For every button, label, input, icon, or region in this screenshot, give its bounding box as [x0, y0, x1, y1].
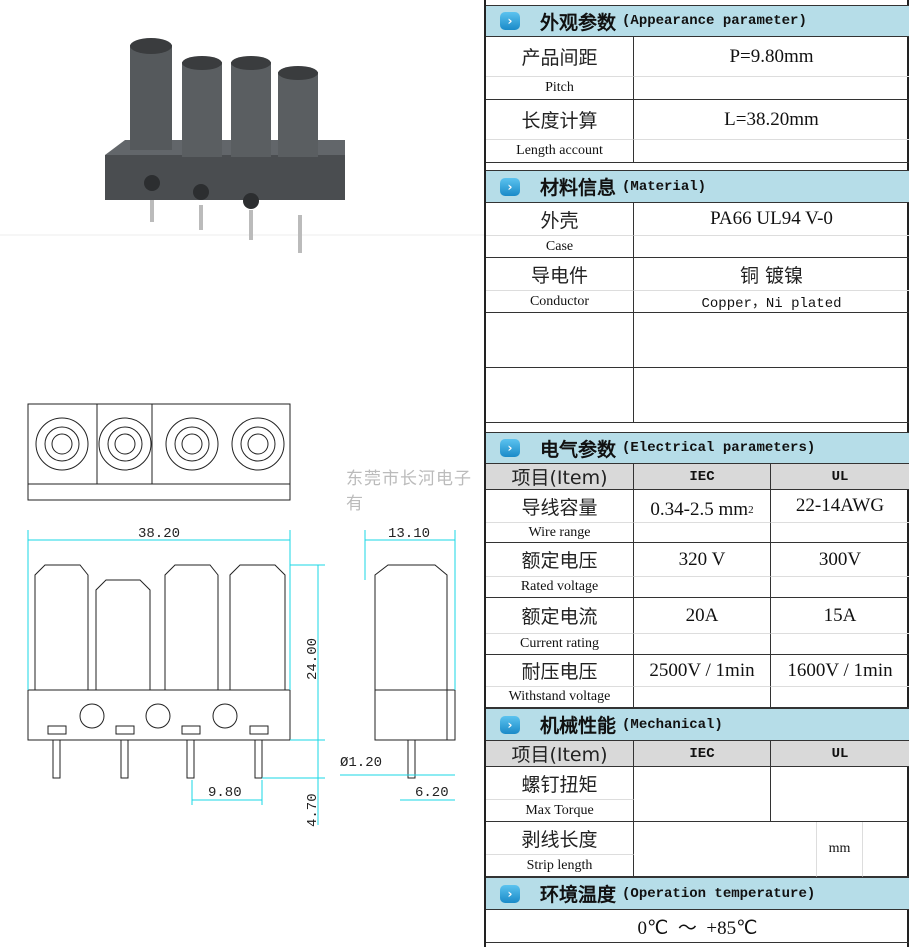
- empty-cell: [771, 577, 909, 598]
- value-withstand-iec: 2500V / 1min: [634, 655, 771, 687]
- label-wire-cn: 导线容量: [486, 490, 634, 523]
- value-voltage-iec: 320 V: [634, 543, 771, 577]
- dim-pin-length: 4.70: [305, 793, 321, 827]
- empty-cell: [771, 634, 909, 655]
- strip-unit: mm: [817, 822, 863, 877]
- label-voltage-en: Rated voltage: [486, 577, 634, 598]
- dim-pitch: 9.80: [208, 785, 242, 801]
- col-iec: IEC: [634, 464, 771, 490]
- section-subtitle: (Appearance parameter): [622, 13, 807, 29]
- section-appearance: › 外观参数 (Appearance parameter): [486, 5, 909, 37]
- value-strip: [634, 822, 817, 877]
- section-mechanical: › 机械性能 (Mechanical): [486, 708, 909, 741]
- empty-cell: [634, 634, 771, 655]
- value-current-ul: 15A: [771, 598, 909, 634]
- col-ul: UL: [771, 464, 909, 490]
- section-subtitle: (Electrical parameters): [622, 440, 816, 456]
- section-temperature: › 环境温度 (Operation temperature): [486, 877, 909, 910]
- label-current-en: Current rating: [486, 634, 634, 655]
- empty-cell: [634, 368, 909, 423]
- section-title: 机械性能: [540, 715, 617, 737]
- label-case-en: Case: [486, 236, 634, 258]
- label-length-en: Length account: [486, 140, 634, 163]
- label-case-cn: 外壳: [486, 203, 634, 236]
- section-material: › 材料信息 (Material): [486, 170, 909, 203]
- empty-cell: [634, 313, 909, 368]
- label-withstand-en: Withstand voltage: [486, 687, 634, 708]
- dim-pin-diameter: Ø1.20: [340, 755, 382, 771]
- label-wire-en: Wire range: [486, 523, 634, 543]
- label-withstand-cn: 耐压电压: [486, 655, 634, 687]
- value-pitch: P=9.80mm: [634, 37, 909, 77]
- section-subtitle: (Operation temperature): [622, 885, 816, 902]
- label-conductor-cn: 导电件: [486, 258, 634, 291]
- value-current-iec: 20A: [634, 598, 771, 634]
- value-wire-ul: 22-14AWG: [771, 490, 909, 523]
- drawing-area: 38.20 13.10 24.00 4.70 9.80 Ø1.20 6.20 东…: [0, 38, 484, 827]
- col-iec: IEC: [634, 741, 771, 767]
- empty-cell: [771, 687, 909, 708]
- label-voltage-cn: 额定电压: [486, 543, 634, 577]
- value-voltage-ul: 300V: [771, 543, 909, 577]
- col-ul: UL: [771, 741, 909, 767]
- dimensions: [27, 530, 456, 825]
- label-pitch-cn: 产品间距: [486, 37, 634, 77]
- label-conductor-en: Conductor: [486, 291, 634, 313]
- chevron-right-icon: ›: [500, 177, 520, 196]
- top-view: [27, 403, 291, 501]
- chevron-right-icon: ›: [500, 715, 520, 734]
- empty-cell: [863, 822, 909, 877]
- label-strip-cn: 剥线长度: [486, 822, 634, 855]
- section-subtitle: (Mechanical): [622, 716, 723, 733]
- chevron-right-icon: ›: [500, 884, 520, 903]
- dim-height: 24.00: [305, 638, 321, 680]
- chevron-right-icon: ›: [500, 12, 520, 30]
- section-title: 材料信息: [540, 177, 617, 199]
- label-current-cn: 额定电流: [486, 598, 634, 634]
- empty-cell: [486, 313, 634, 368]
- value-torque-ul: [771, 767, 909, 822]
- empty-cell: [634, 523, 771, 543]
- product-render: [105, 38, 345, 253]
- section-title: 电气参数: [540, 438, 617, 461]
- spec-table: › 外观参数 (Appearance parameter) 产品间距 Pitch…: [484, 0, 909, 947]
- empty-cell: [486, 368, 634, 423]
- empty-cell: [634, 140, 909, 163]
- side-view: [374, 564, 456, 779]
- front-view: [27, 564, 291, 779]
- label-torque-cn: 螺钉扭矩: [486, 767, 634, 800]
- label-torque-en: Max Torque: [486, 800, 634, 822]
- section-subtitle: (Material): [622, 178, 707, 195]
- product-drawings: 38.20 13.10 24.00 4.70 9.80 Ø1.20 6.20: [0, 38, 484, 827]
- value-conductor: 铜 镀镍: [634, 258, 909, 291]
- value-conductor-en: Copper，Ni plated: [634, 291, 909, 313]
- section-title: 环境温度: [540, 884, 617, 906]
- label-pitch-en: Pitch: [486, 77, 634, 100]
- section-electrical: › 电气参数 (Electrical parameters): [486, 432, 909, 464]
- empty-cell: [634, 77, 909, 100]
- value-torque-iec: [634, 767, 771, 822]
- value-length: L=38.20mm: [634, 100, 909, 140]
- col-item: 项目(Item): [486, 464, 634, 490]
- col-item: 项目(Item): [486, 741, 634, 767]
- value-case: PA66 UL94 V-0: [634, 203, 909, 236]
- empty-cell: [634, 236, 909, 258]
- value-withstand-ul: 1600V / 1min: [771, 655, 909, 687]
- dim-width: 38.20: [138, 526, 180, 542]
- dim-side-pin: 6.20: [415, 785, 449, 801]
- empty-cell: [634, 687, 771, 708]
- dim-depth: 13.10: [388, 526, 430, 542]
- watermark: 东莞市长河电子有: [346, 469, 472, 514]
- label-strip-en: Strip length: [486, 855, 634, 877]
- value-temperature: 0℃ ～ +85℃: [486, 910, 909, 943]
- empty-cell: [771, 523, 909, 543]
- section-title: 外观参数: [540, 11, 617, 34]
- empty-cell: [634, 577, 771, 598]
- label-length-cn: 长度计算: [486, 100, 634, 140]
- chevron-right-icon: ›: [500, 439, 520, 457]
